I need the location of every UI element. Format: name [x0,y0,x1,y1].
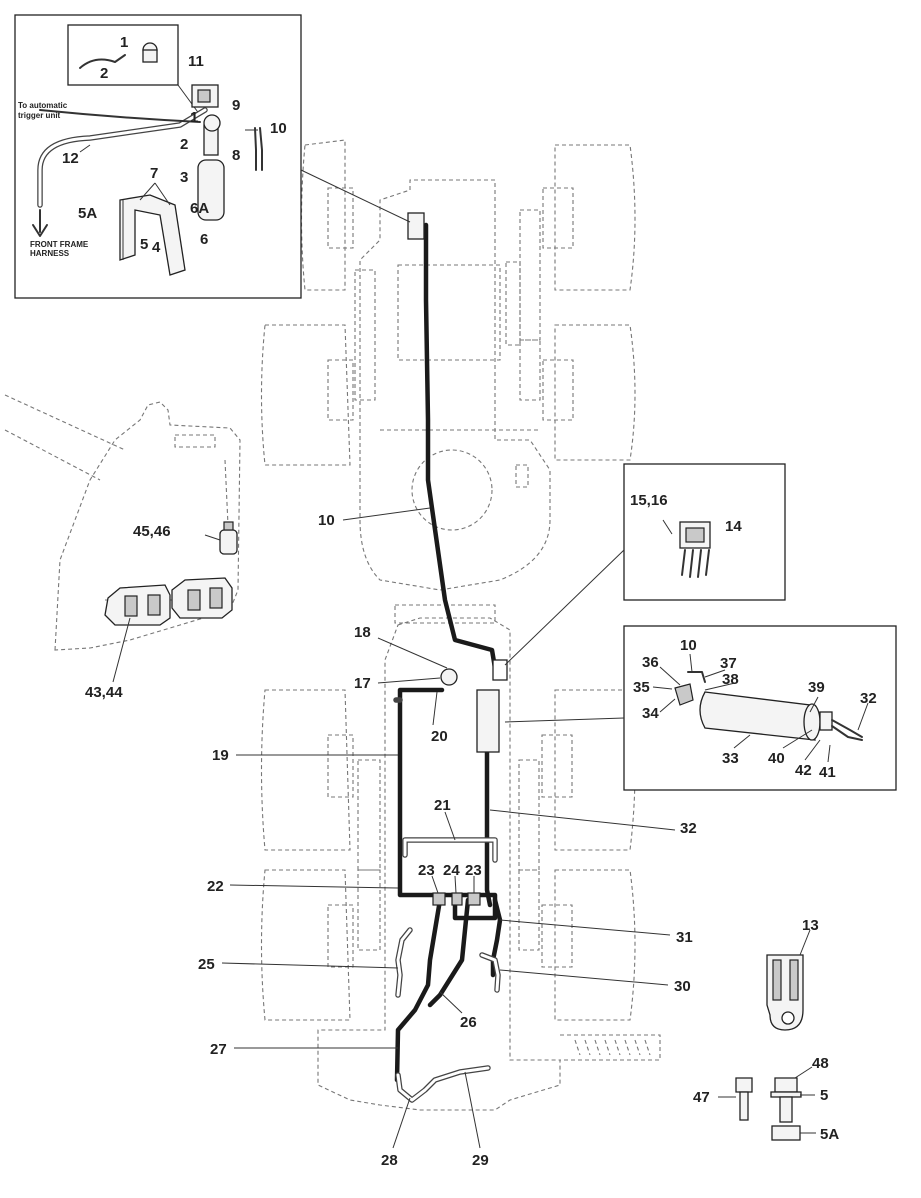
callout-45-46: 45,46 [133,523,171,540]
callout-2b: 2 [180,136,188,153]
callout-8: 8 [232,147,240,164]
note-trigger-line2: trigger unit [18,111,61,120]
callout-41: 41 [819,764,836,781]
callout-11: 11 [188,53,204,70]
main-components [407,212,508,906]
hollow-hoses [393,697,501,1103]
callout-6A: 6A [190,200,209,217]
callout-1b: 1 [190,109,198,126]
callout-13: 13 [802,917,819,934]
callout-10-inset: 10 [680,637,697,654]
callout-40: 40 [768,750,785,767]
callout-29: 29 [472,1152,489,1169]
hose-19 [397,687,445,898]
callout-17: 17 [354,675,371,692]
callout-10: 10 [270,120,287,137]
callout-6: 6 [200,231,208,248]
pulley-17 [440,668,458,686]
callout-26: 26 [460,1014,477,1031]
callout-10-main: 10 [318,512,335,529]
hardware-labels: 13 48 47 5 5A [693,917,839,1143]
pipe-32 [484,749,493,908]
hose-26 [394,897,443,1083]
extinguisher-45 [219,529,238,555]
hose-10 [423,222,498,671]
callout-5-hw: 5 [820,1087,828,1104]
hose-22 [437,892,498,921]
callout-15-16: 15,16 [630,492,668,509]
callout-20: 20 [431,728,448,745]
cab-view [4,394,241,651]
note-harness-line2: HARNESS [30,249,70,258]
callout-22: 22 [207,878,224,895]
main-labels: 10 18 17 20 19 32 21 23 24 23 22 31 25 3… [198,512,697,1169]
callout-35: 35 [633,679,650,696]
callout-36: 36 [642,654,659,671]
callout-25: 25 [198,956,215,973]
nozzle-top [407,212,425,240]
callout-38: 38 [722,671,739,688]
callout-27: 27 [210,1041,227,1058]
callout-31: 31 [676,929,693,946]
cab-labels: 45,46 43,44 [85,523,171,701]
main-pipes [394,222,503,1083]
callout-43-44: 43,44 [85,684,123,701]
callout-9: 9 [232,97,240,114]
callout-28: 28 [381,1152,398,1169]
callout-2a: 2 [100,65,108,82]
inset-top-left-labels: To automatic trigger unit FRONT FRAME HA… [18,34,287,258]
callout-32-main: 32 [680,820,697,837]
callout-18: 18 [354,624,371,641]
callout-1a: 1 [120,34,128,51]
inset-right-large-labels: 10 36 37 35 38 39 32 34 33 40 42 41 [633,637,877,781]
fitting-24 [451,892,463,906]
note-harness-line1: FRONT FRAME [30,240,89,249]
callout-23b: 23 [465,862,482,879]
trigger-box-16 [492,659,508,681]
inset-right-small [504,463,786,666]
fitting-23a [432,892,446,906]
callout-5A: 5A [78,205,97,222]
inset-right-large [504,625,897,791]
main-leaders [221,507,676,1149]
callout-47: 47 [693,1089,710,1106]
callout-23a: 23 [418,862,435,879]
callout-24: 24 [443,862,460,879]
callout-21: 21 [434,797,451,814]
callout-34: 34 [642,705,659,722]
callout-4: 4 [152,239,161,256]
callout-37: 37 [720,655,737,672]
hose-31 [490,897,503,978]
callout-33: 33 [722,750,739,767]
hardware [718,929,816,1141]
extinguisher-33 [476,689,500,753]
fitting-23b [467,892,481,906]
machine-outline [260,139,661,1111]
callout-7: 7 [150,165,158,182]
cab-components [104,521,238,683]
callout-19: 19 [212,747,229,764]
inset-right-small-labels: 15,16 14 [630,492,742,535]
callout-3: 3 [180,169,188,186]
callout-12: 12 [62,150,79,167]
callout-39: 39 [808,679,825,696]
callout-14: 14 [725,518,742,535]
note-trigger-line1: To automatic [18,101,68,110]
callout-5: 5 [140,236,148,253]
callout-30: 30 [674,978,691,995]
callout-32-inset: 32 [860,690,877,707]
callout-48: 48 [812,1055,829,1072]
bracket-44 [171,577,233,619]
hose-26b [427,897,471,1008]
callout-42: 42 [795,762,812,779]
callout-5A-hw: 5A [820,1126,839,1143]
inset-top-left [14,14,411,299]
